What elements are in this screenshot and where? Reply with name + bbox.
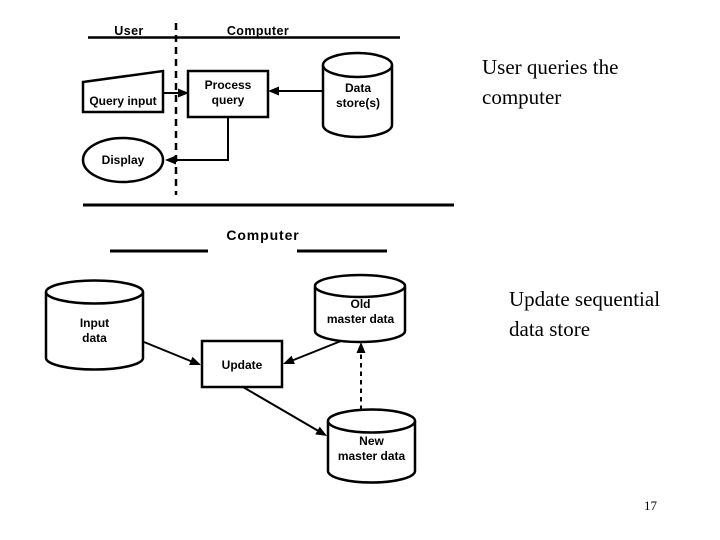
input-data-cylinder — [44, 279, 145, 371]
display-shape — [81, 136, 165, 184]
arrowhead-into-update-left — [189, 356, 201, 366]
arrowhead-into-new-master — [315, 426, 327, 436]
display-label: Display — [101, 153, 145, 167]
arrowhead-into-display — [165, 155, 176, 165]
arrowhead-into-process-left — [178, 88, 189, 98]
update-shape — [200, 339, 284, 389]
arrowhead-into-old-master — [356, 342, 366, 353]
input-data-label: Input data — [79, 316, 110, 345]
arrowhead-into-process-right — [268, 86, 279, 96]
process-query-label: Process query — [204, 78, 252, 107]
new-master-data-cylinder — [326, 408, 417, 484]
process-query-shape — [186, 69, 270, 119]
computer-header-top: Computer — [226, 24, 290, 38]
new-master-data-label: New master data — [337, 434, 406, 463]
page-number: 17 — [644, 498, 657, 513]
query-input-label: Query input — [89, 94, 157, 108]
old-master-to-update-line — [290, 340, 342, 362]
annotation-update-sequential: Update sequential data store — [509, 287, 661, 341]
old-master-data-label: Old master data — [326, 297, 395, 326]
user-header: User — [114, 24, 144, 38]
update-to-new-master-line — [242, 386, 322, 434]
annotation-user-queries: User queries the computer — [482, 55, 619, 109]
data-store-label: Data store(s) — [335, 81, 380, 110]
query-input-shape — [81, 69, 165, 114]
input-data-to-update-line — [143, 341, 194, 363]
data-store-cylinder — [321, 51, 394, 139]
arrowhead-into-update-right — [283, 355, 295, 365]
old-master-data-cylinder — [313, 273, 407, 344]
computer-header-bottom: Computer — [226, 227, 300, 243]
update-label: Update — [221, 358, 263, 372]
process-to-display-line — [173, 117, 229, 161]
